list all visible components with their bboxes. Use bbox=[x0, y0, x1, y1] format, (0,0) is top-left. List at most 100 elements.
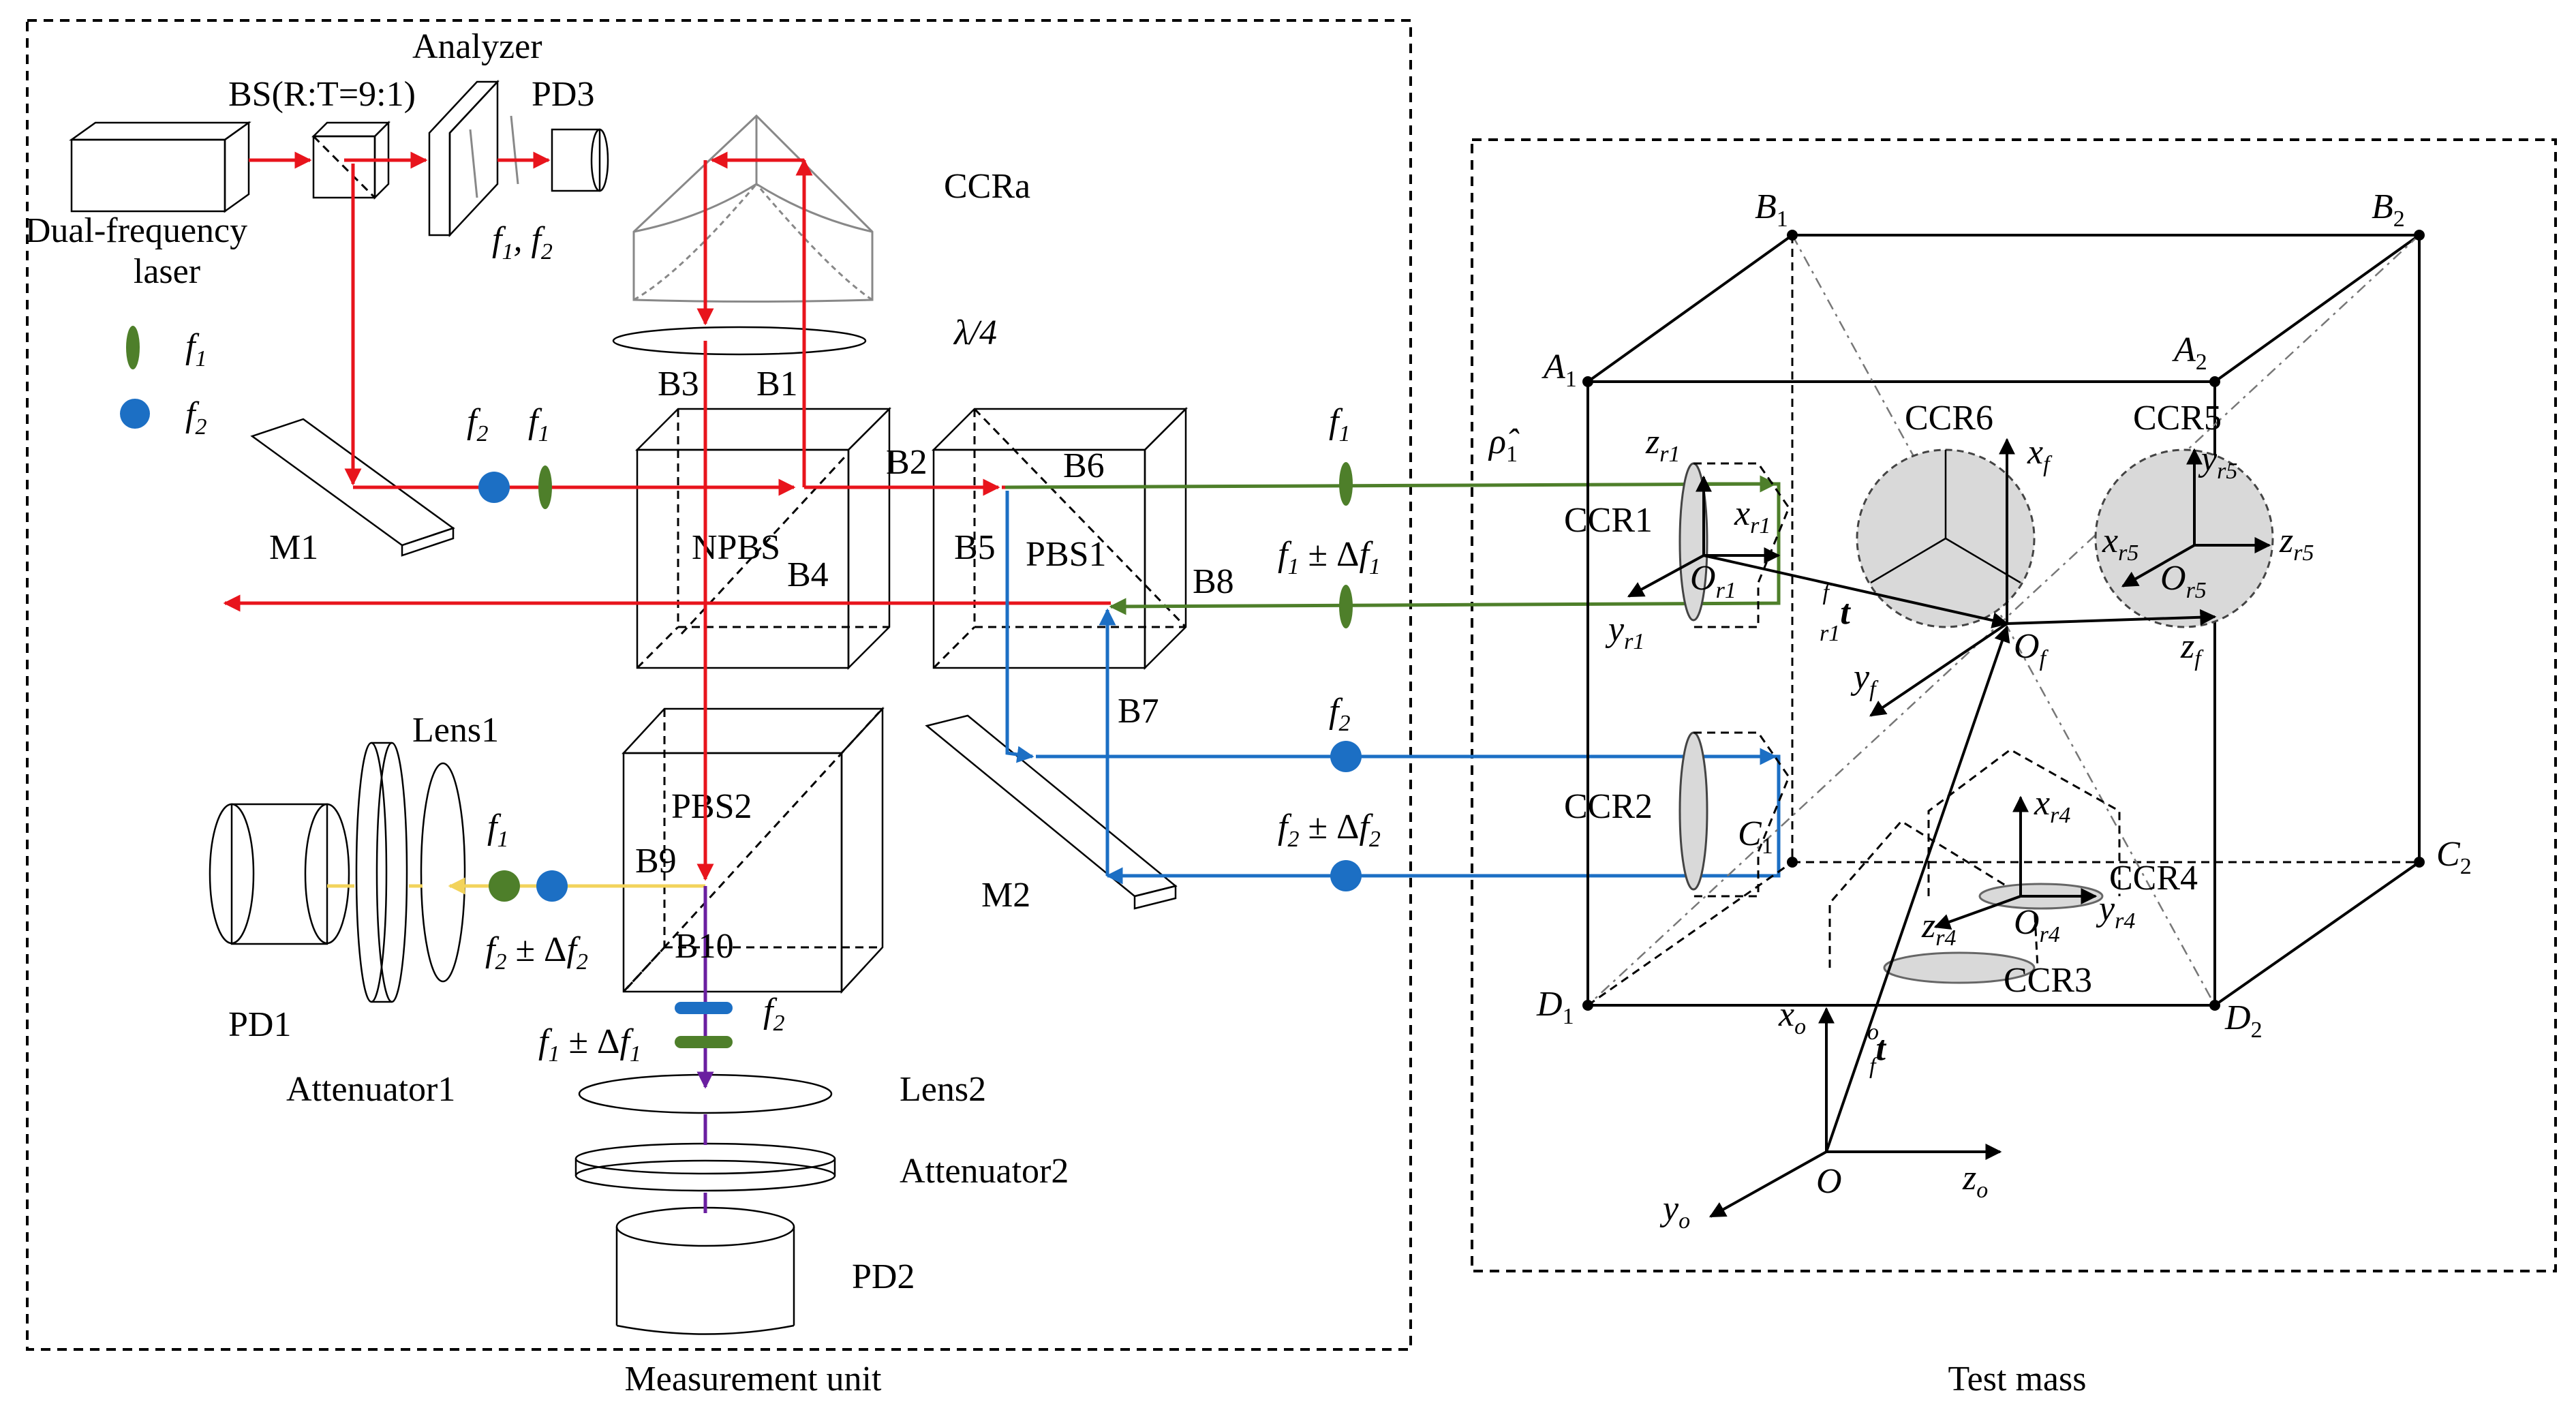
f2-legend-marker bbox=[120, 399, 150, 429]
axis-x-o: xo bbox=[1778, 995, 1806, 1039]
ccr2-label: CCR2 bbox=[1564, 787, 1653, 826]
axis-y-r1: yr1 bbox=[1605, 610, 1644, 654]
corner-cube-ccr1 bbox=[1678, 462, 1790, 628]
frame-o-axes bbox=[1708, 625, 2010, 1218]
f2-legend-label: f2 bbox=[185, 395, 206, 440]
attenuator1-label: Attenuator1 bbox=[286, 1070, 455, 1109]
quarter-wave-plate bbox=[612, 326, 867, 356]
m2-label: M2 bbox=[981, 876, 1030, 915]
photodetector-pd2 bbox=[615, 1206, 795, 1335]
axis-z-o: zo bbox=[1962, 1159, 1988, 1203]
pd1-label: PD1 bbox=[228, 1005, 291, 1044]
beam-f2-to-ccr2 bbox=[1036, 754, 1781, 885]
axis-x-f: xf bbox=[2027, 433, 2053, 477]
npbs-cube bbox=[634, 406, 892, 671]
measurement-unit-label: Measurement unit bbox=[625, 1360, 882, 1399]
vertex-d1: D1 bbox=[1536, 985, 1574, 1029]
vertex-b2: B2 bbox=[2372, 187, 2405, 232]
pbs2-cube bbox=[622, 706, 885, 994]
corner-cube-ccr2 bbox=[1678, 731, 1790, 898]
analyzer bbox=[428, 79, 519, 238]
lens1 bbox=[420, 762, 466, 983]
vertex-c1: C1 bbox=[1738, 814, 1773, 859]
axis-x-r1: xr1 bbox=[1734, 494, 1770, 538]
test-mass-frame bbox=[1471, 138, 2557, 1272]
axis-y-r5: yr5 bbox=[2198, 440, 2237, 484]
f1-marker-pd1-path bbox=[489, 870, 520, 902]
frame-r1-axes bbox=[1627, 475, 2009, 628]
f2-label-m1-path: f2 bbox=[467, 402, 488, 446]
vertex-a1: A1 bbox=[1542, 348, 1577, 392]
corner-cube-ccr5 bbox=[2094, 448, 2274, 628]
measurement-unit-frame bbox=[26, 19, 1412, 1351]
bs-label: BS(R:T=9:1) bbox=[228, 75, 416, 114]
pbs1-label: PBS1 bbox=[1026, 535, 1107, 574]
dual-frequency-laser bbox=[69, 121, 251, 213]
pbs1-cube bbox=[931, 406, 1189, 671]
f2-marker-pd1-path bbox=[536, 870, 568, 902]
frame-f-axes bbox=[1869, 438, 2217, 717]
origin-o-f: Of bbox=[2014, 627, 2049, 671]
origin-o: O bbox=[1816, 1162, 1842, 1201]
m1-label: M1 bbox=[269, 528, 318, 567]
f2-marker-m1-path bbox=[478, 472, 510, 503]
qwp-label: λ/4 bbox=[953, 314, 997, 352]
corner-cube-ccr3 bbox=[1828, 820, 2039, 984]
ccr3-label: CCR3 bbox=[2004, 961, 2092, 1000]
photodetector-pd1 bbox=[209, 803, 350, 945]
point-b7: B7 bbox=[1118, 692, 1159, 731]
f1-marker-return bbox=[1339, 585, 1353, 628]
f2-df2-label: f2 ± Δf2 bbox=[1278, 808, 1381, 852]
f2-marker-pd2-path bbox=[675, 1002, 733, 1014]
point-b6: B6 bbox=[1063, 446, 1105, 485]
f2-df2-label-pd1: f2 ± Δf2 bbox=[485, 930, 588, 975]
point-b10: B10 bbox=[675, 927, 734, 966]
point-b1: B1 bbox=[756, 365, 798, 403]
pd3-frequency-label: f1, f2 bbox=[492, 220, 553, 264]
axis-y-f: yf bbox=[1850, 658, 1879, 702]
ccr1-label: CCR1 bbox=[1564, 501, 1653, 540]
pd2-label: PD2 bbox=[852, 1257, 915, 1296]
vertex-c2: C2 bbox=[2436, 835, 2472, 879]
point-b9: B9 bbox=[635, 842, 677, 881]
test-mass-label: Test mass bbox=[1948, 1360, 2087, 1399]
origin-o-r4: Or4 bbox=[2014, 903, 2060, 947]
f1-marker-pd2-path bbox=[675, 1036, 733, 1048]
laser-label-line1: Dual-frequency bbox=[25, 211, 247, 250]
mirror-m2 bbox=[925, 714, 1178, 910]
f2-label-pd2-path: f2 bbox=[763, 992, 784, 1036]
rho-hat-label: ρ̂1 bbox=[1488, 423, 1520, 467]
beam-f1-to-ccr1 bbox=[1005, 482, 1781, 615]
axis-y-o: yo bbox=[1659, 1189, 1690, 1234]
vertex-a2: A2 bbox=[2172, 331, 2207, 375]
test-mass-cube bbox=[1586, 234, 2421, 1007]
frame-r4-axes bbox=[1933, 795, 2098, 930]
f1-marker-outgoing bbox=[1339, 462, 1353, 506]
f1-legend-marker bbox=[126, 326, 140, 369]
ccr6-label: CCR6 bbox=[1905, 399, 1993, 438]
ccr4-label: CCR4 bbox=[2109, 859, 2198, 898]
origin-o-r5: Or5 bbox=[2160, 559, 2207, 603]
ccr5-label: CCR5 bbox=[2133, 399, 2222, 438]
lens1-label: Lens1 bbox=[412, 711, 499, 750]
attenuator2-label: Attenuator2 bbox=[900, 1152, 1069, 1191]
attenuator1 bbox=[355, 742, 408, 1003]
f1-df1-label: f1 ± Δf1 bbox=[1278, 535, 1381, 579]
axis-z-f: zf bbox=[2180, 627, 2204, 671]
f1-legend-label: f1 bbox=[185, 327, 206, 371]
analyzer-label: Analyzer bbox=[412, 27, 542, 66]
beam-f2-to-m2 bbox=[1005, 491, 1034, 763]
photodetector-pd3 bbox=[551, 128, 609, 192]
point-b4: B4 bbox=[787, 555, 829, 594]
f2-marker-outgoing bbox=[1330, 741, 1362, 772]
corner-cube-ccra bbox=[632, 114, 874, 303]
beam-splitter-bs bbox=[311, 120, 391, 200]
origin-o-r1: Or1 bbox=[1690, 559, 1736, 603]
f1-label-pd1-path: f1 bbox=[487, 808, 508, 852]
corner-cube-ccr6 bbox=[1856, 448, 2036, 628]
axis-x-r4: xr4 bbox=[2034, 784, 2070, 828]
f1-label-outgoing: f1 bbox=[1329, 402, 1350, 446]
axis-z-r1: zr1 bbox=[1645, 423, 1680, 467]
